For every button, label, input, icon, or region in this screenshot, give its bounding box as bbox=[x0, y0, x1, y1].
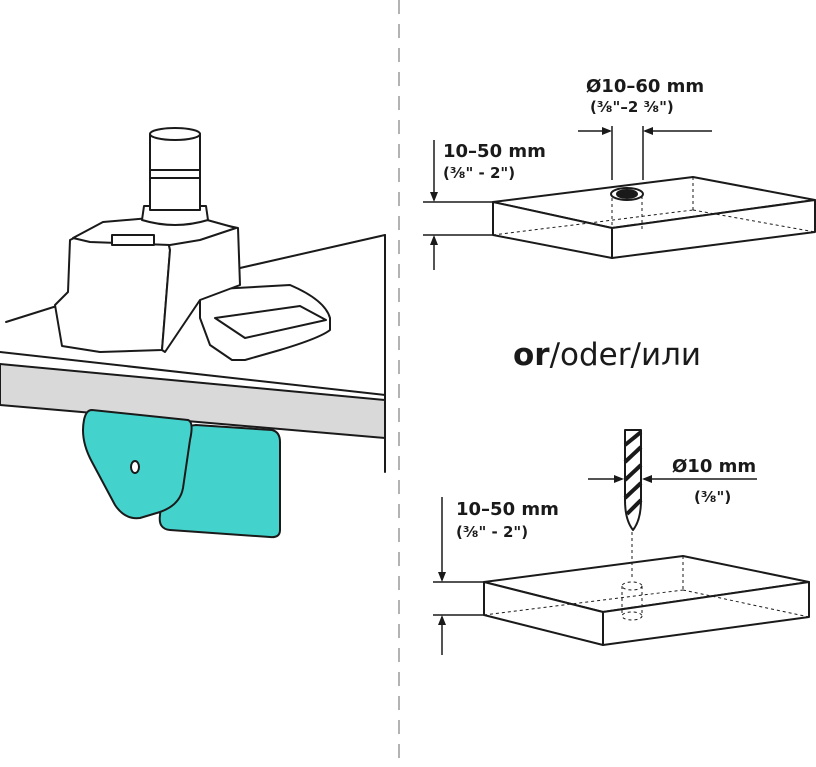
bottom-diameter-label: Ø10 mm bbox=[672, 456, 757, 477]
desk-edge bbox=[0, 363, 386, 439]
bottom-thickness-inch: (³⁄₈" - 2") bbox=[456, 523, 529, 541]
desk-back-line bbox=[239, 234, 386, 269]
top-diameter-inch: (³⁄₈"–2 ³⁄₈") bbox=[590, 98, 674, 116]
top-thickness-inch: (³⁄₈" - 2") bbox=[443, 164, 516, 182]
base-slot bbox=[111, 234, 155, 246]
desk-clamp-illustration bbox=[0, 127, 386, 539]
base-body bbox=[54, 227, 171, 353]
or-separator: or/oder/или bbox=[513, 337, 701, 373]
column-top bbox=[149, 127, 201, 141]
desk-surface-line bbox=[5, 304, 61, 323]
desk-with-hole bbox=[423, 126, 816, 270]
base-foot-top bbox=[214, 305, 327, 339]
or-rest: /oder/или bbox=[549, 337, 702, 373]
bottom-thickness-label: 10–50 mm bbox=[456, 499, 559, 520]
bottom-diameter-inch: (³⁄₈") bbox=[694, 488, 732, 506]
board-side-face bbox=[611, 199, 816, 259]
drill-through-desk bbox=[433, 429, 810, 655]
top-diameter-label: Ø10–60 mm bbox=[586, 76, 705, 97]
top-thickness-label: 10–50 mm bbox=[443, 141, 546, 162]
column bbox=[149, 133, 201, 211]
clamp-bolt-hole bbox=[130, 460, 140, 474]
or-bold: or bbox=[513, 337, 550, 373]
